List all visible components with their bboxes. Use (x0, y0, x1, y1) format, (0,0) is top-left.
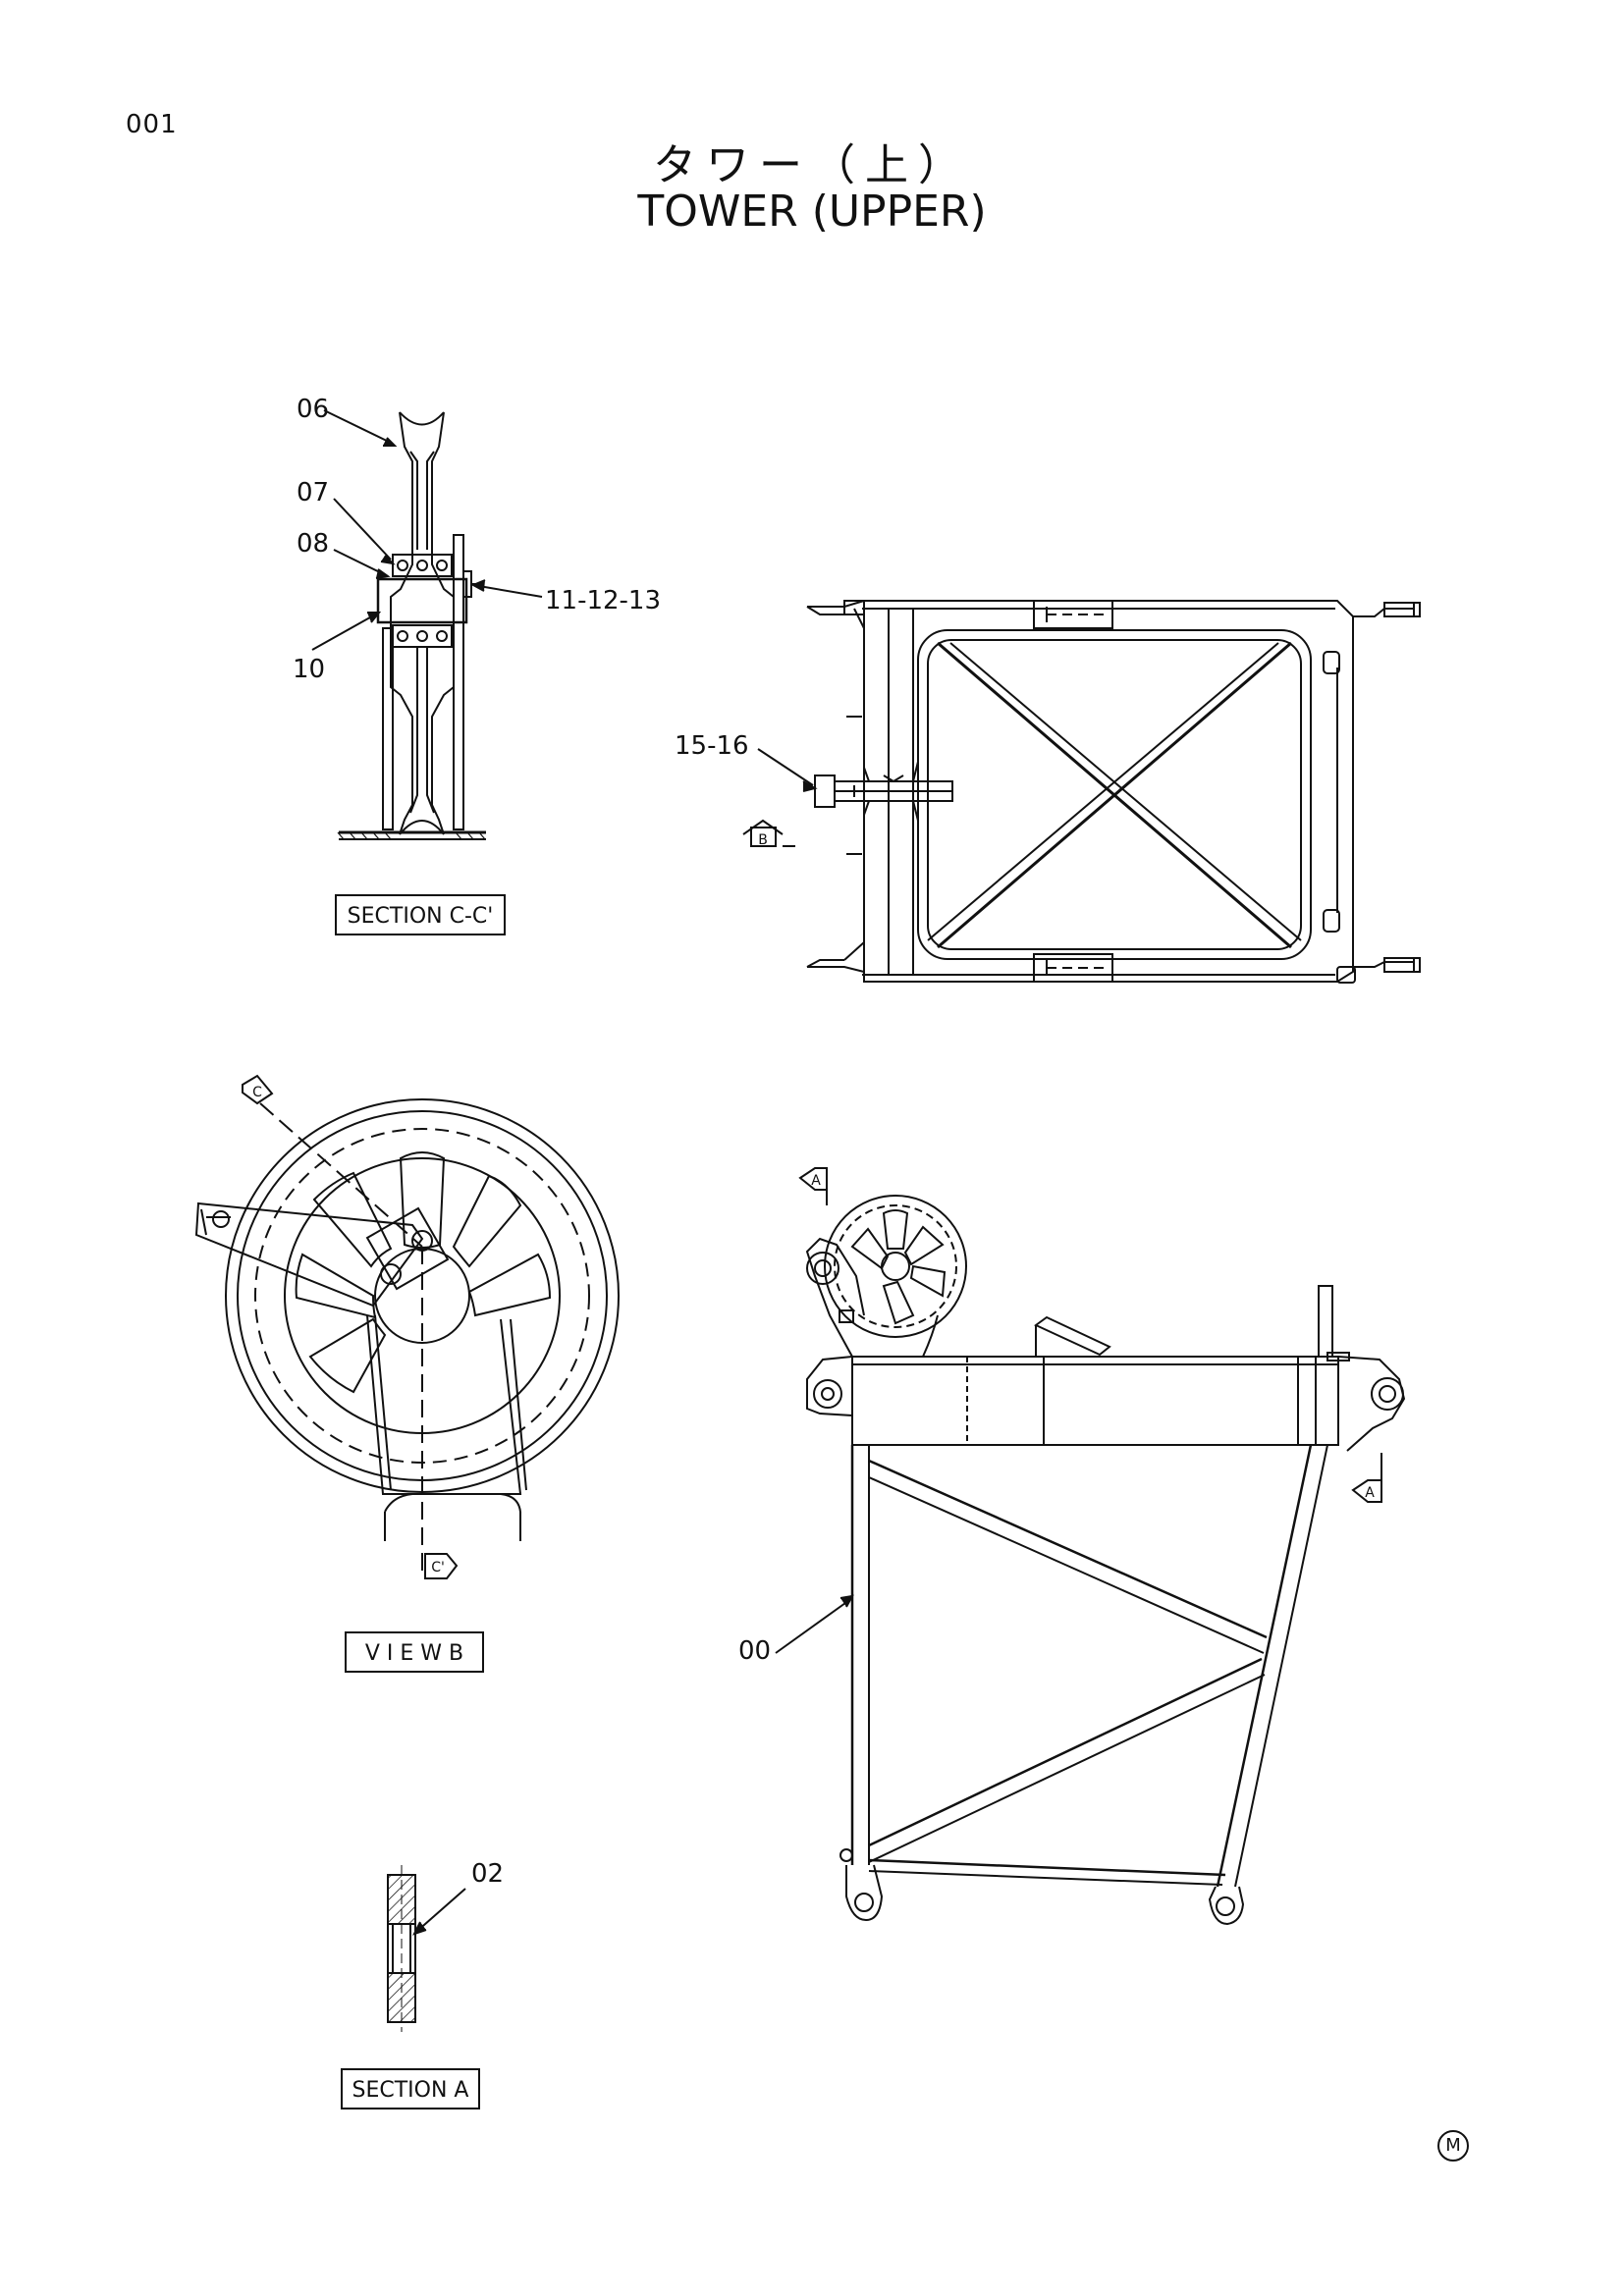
view-marker-a-upper: A (811, 1173, 821, 1189)
view-arrow-a-upper (798, 1167, 828, 1205)
callout-06: 06 (297, 395, 329, 424)
view-b-drawing (194, 1098, 620, 1571)
callout-00: 00 (738, 1636, 771, 1666)
view-arrow-c-lower (424, 1553, 459, 1579)
callout-00-leader (775, 1597, 853, 1654)
title-japanese: タワー（上） (653, 140, 971, 190)
section-cc-drawing (311, 409, 543, 840)
view-marker-c: C (252, 1085, 262, 1100)
callout-07: 07 (297, 478, 329, 507)
callout-02-arrow (412, 1921, 427, 1936)
title-english: TOWER (UPPER) (637, 187, 987, 237)
tower-top-view (806, 600, 1421, 984)
callout-11-12-13: 11-12-13 (545, 586, 661, 615)
callout-00-arrow (839, 1594, 854, 1608)
callout-08: 08 (297, 529, 329, 559)
view-b-caption-box (345, 1631, 484, 1673)
callout-15-16-arrow (802, 780, 818, 792)
view-arrow-a-right (1351, 1453, 1382, 1503)
callout-02-leader (415, 1888, 466, 1933)
section-cc-caption: SECTION C-C' (348, 904, 494, 929)
page-number: 001 (126, 110, 178, 139)
tower-side-view (805, 1195, 1406, 1926)
view-arrow-c-upper (242, 1074, 274, 1105)
view-b-caption: V I E W B (365, 1641, 463, 1666)
callout-15-16: 15-16 (675, 731, 749, 761)
callout-10: 10 (293, 655, 325, 684)
section-a-drawing (387, 1865, 416, 2032)
section-a-caption: SECTION A (352, 2078, 469, 2103)
m-mark: M (1437, 2130, 1469, 2162)
view-marker-c-prime: C' (431, 1560, 445, 1575)
view-marker-b: B (758, 832, 768, 848)
view-marker-a-right: A (1365, 1485, 1375, 1501)
view-arrow-b (742, 819, 795, 847)
section-a-caption-box (341, 2068, 480, 2109)
callout-15-16-leader (757, 748, 814, 786)
callout-02: 02 (471, 1859, 504, 1889)
section-cc-caption-box (335, 894, 506, 935)
